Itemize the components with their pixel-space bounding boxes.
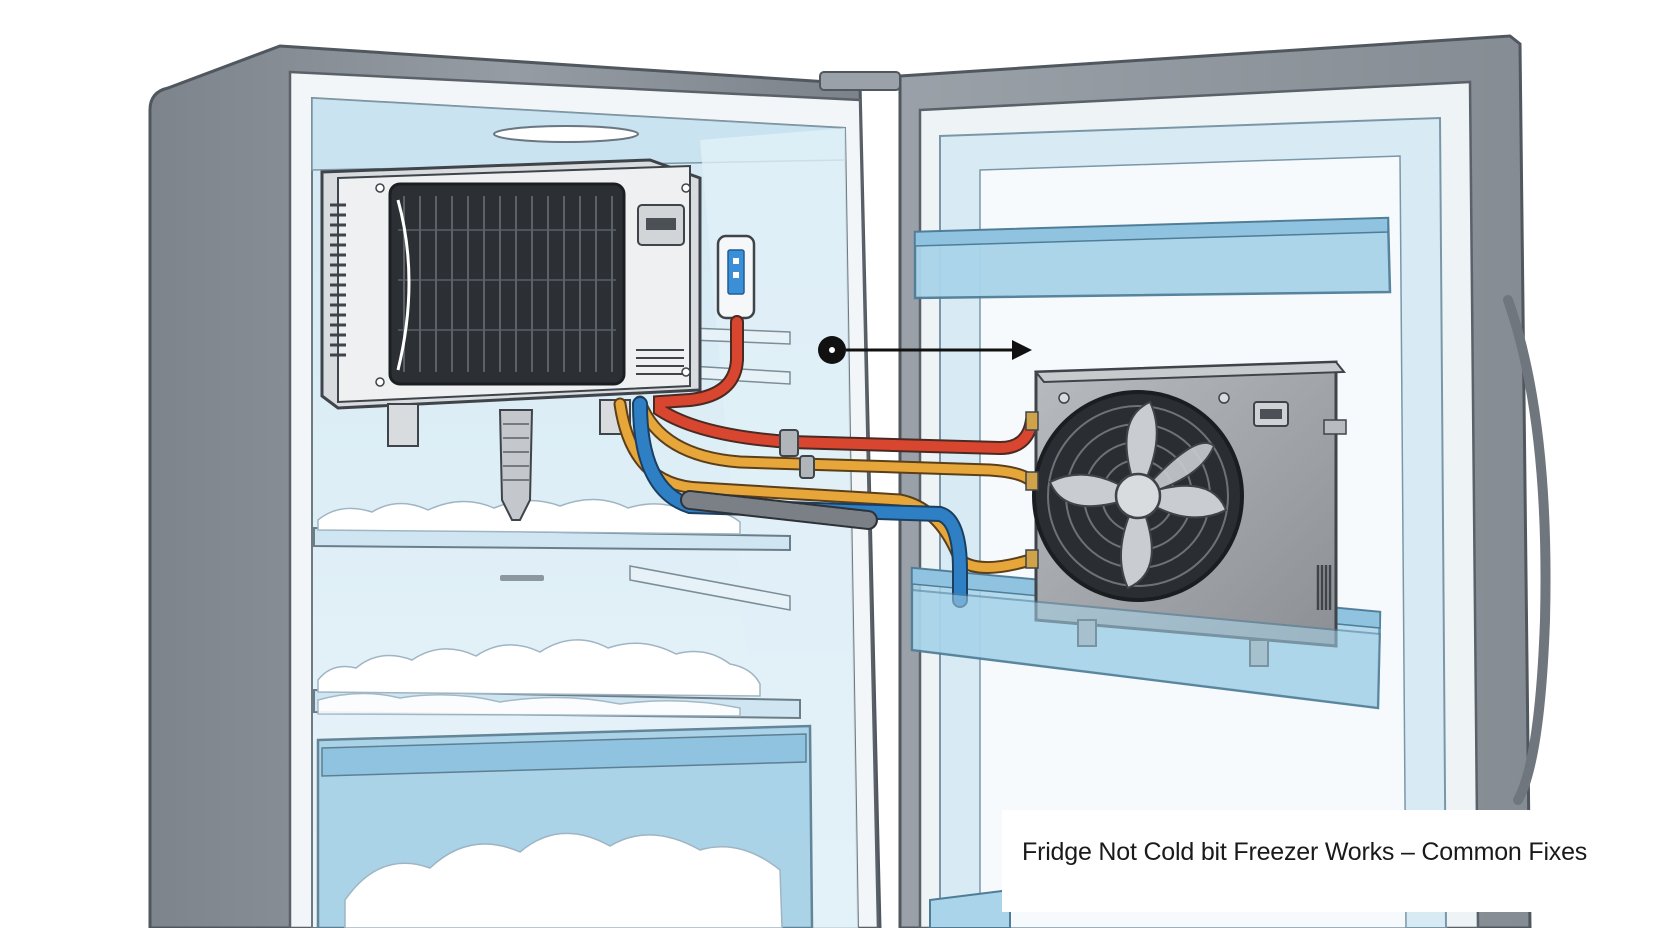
condenser-fan-icon xyxy=(1025,360,1347,667)
evaporator-unit-icon xyxy=(320,158,702,521)
ice-frost-icon xyxy=(317,498,761,717)
crisper-drawer xyxy=(316,724,814,928)
flow-arrow-icon xyxy=(818,336,1032,364)
caption-background xyxy=(1002,810,1642,912)
thermostat-icon xyxy=(716,234,756,320)
door-bin-front xyxy=(911,588,1382,710)
diagram-caption: Fridge Not Cold bit Freezer Works – Comm… xyxy=(1022,838,1588,866)
refrigerant-lines xyxy=(613,315,1039,608)
ceiling-light-icon xyxy=(493,125,639,143)
